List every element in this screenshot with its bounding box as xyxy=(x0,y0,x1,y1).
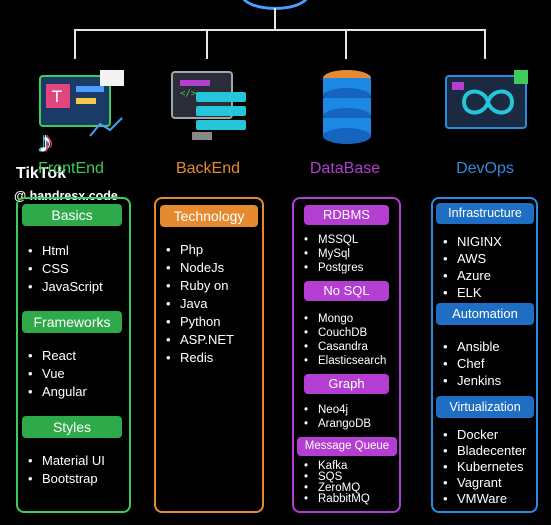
list-item: Bootstrap xyxy=(28,470,105,488)
list-item: JavaScript xyxy=(28,278,103,296)
group-infrastructure: Infrastructure xyxy=(436,203,534,224)
connector-backend xyxy=(206,29,208,59)
list-rdbms: MSSQL MySql Postgres xyxy=(304,233,363,275)
list-item: Material UI xyxy=(28,452,105,470)
list-item: Postgres xyxy=(304,261,363,275)
list-item: RabbitMQ xyxy=(304,493,370,505)
group-graph: Graph xyxy=(304,374,389,394)
list-item: Casandra xyxy=(304,340,386,354)
list-item: Angular xyxy=(28,383,87,401)
tiktok-logo-icon: ♪ xyxy=(38,126,53,159)
list-item: Neo4j xyxy=(304,403,371,417)
backend-illustration: </> xyxy=(171,71,246,140)
list-infrastructure: NIGINX AWS Azure ELK xyxy=(443,233,502,301)
list-item: NIGINX xyxy=(443,233,502,250)
list-item: Jenkins xyxy=(443,372,501,389)
list-item: Kafka xyxy=(304,460,370,472)
list-item: Docker xyxy=(443,427,526,443)
list-item: CouchDB xyxy=(304,326,386,340)
list-virtualization: Docker Bladecenter Kubernetes Vagrant VM… xyxy=(443,427,526,507)
group-styles: Styles xyxy=(22,416,122,438)
list-item: Java xyxy=(166,295,234,313)
list-item: Ruby on xyxy=(166,277,234,295)
column-database: RDBMS MSSQL MySql Postgres No SQL Mongo … xyxy=(292,197,401,513)
heading-frontend: FrontEnd xyxy=(38,160,104,177)
list-automation: Ansible Chef Jenkins xyxy=(443,338,501,389)
list-item: MySql xyxy=(304,247,363,261)
list-item: MSSQL xyxy=(304,233,363,247)
list-frameworks: React Vue Angular xyxy=(28,347,87,401)
list-item: ArangoDB xyxy=(304,417,371,431)
heading-devops: DevOps xyxy=(456,160,514,177)
list-technology: Php NodeJs Ruby on Java Python ASP.NET R… xyxy=(166,241,234,367)
list-item: Vagrant xyxy=(443,475,526,491)
list-item: Redis xyxy=(166,349,234,367)
frontend-illustration: T xyxy=(39,70,124,137)
connector-frontend xyxy=(74,29,76,59)
group-automation: Automation xyxy=(436,303,534,325)
list-item: Ansible xyxy=(443,338,501,355)
database-illustration xyxy=(323,70,371,144)
connector-database xyxy=(345,29,347,59)
list-item: React xyxy=(28,347,87,365)
devops-illustration xyxy=(445,70,528,129)
list-item: CSS xyxy=(28,260,103,278)
list-item: Elasticsearch xyxy=(304,354,386,368)
list-item: ZeroMQ xyxy=(304,482,370,494)
list-item: Html xyxy=(28,242,103,260)
column-backend: Technology Php NodeJs Ruby on Java Pytho… xyxy=(154,197,264,513)
list-item: Azure xyxy=(443,267,502,284)
list-item: Chef xyxy=(443,355,501,372)
list-basics: Html CSS JavaScript xyxy=(28,242,103,296)
group-nosql: No SQL xyxy=(304,281,389,301)
list-item: Mongo xyxy=(304,312,386,326)
svg-text:</>: </> xyxy=(180,89,197,99)
heading-database: DataBase xyxy=(309,160,381,177)
connector-devops xyxy=(484,29,486,59)
heading-backend: BackEnd xyxy=(175,160,241,177)
list-item: ASP.NET xyxy=(166,331,234,349)
list-item: AWS xyxy=(443,250,502,267)
column-frontend: Basics Html CSS JavaScript Frameworks Re… xyxy=(16,197,131,513)
list-styles: Material UI Bootstrap xyxy=(28,452,105,488)
list-item: Bladecenter xyxy=(443,443,526,459)
group-technology: Technology xyxy=(160,205,258,227)
list-item: Php xyxy=(166,241,234,259)
tiktok-user: @ handresx.code xyxy=(14,189,118,203)
list-item: Vue xyxy=(28,365,87,383)
list-graph: Neo4j ArangoDB xyxy=(304,403,371,431)
connector-bar xyxy=(74,29,486,31)
group-frameworks: Frameworks xyxy=(22,311,122,333)
list-item: SQS xyxy=(304,471,370,483)
list-item: ELK xyxy=(443,284,502,301)
group-basics: Basics xyxy=(22,204,122,226)
list-nosql: Mongo CouchDB Casandra Elasticsearch xyxy=(304,312,386,368)
list-message-queue: Kafka SQS ZeroMQ RabbitMQ xyxy=(304,460,370,505)
list-item: Kubernetes xyxy=(443,459,526,475)
connector-trunk xyxy=(274,8,276,30)
group-message-queue: Message Queue xyxy=(297,437,397,456)
list-item: Python xyxy=(166,313,234,331)
list-item: NodeJs xyxy=(166,259,234,277)
list-item: VMWare xyxy=(443,491,526,507)
svg-text:T: T xyxy=(51,87,62,106)
column-devops: Infrastructure NIGINX AWS Azure ELK Auto… xyxy=(431,197,538,513)
tiktok-brand: TikTok xyxy=(16,165,67,182)
group-rdbms: RDBMS xyxy=(304,205,389,225)
group-virtualization: Virtualization xyxy=(436,396,534,418)
